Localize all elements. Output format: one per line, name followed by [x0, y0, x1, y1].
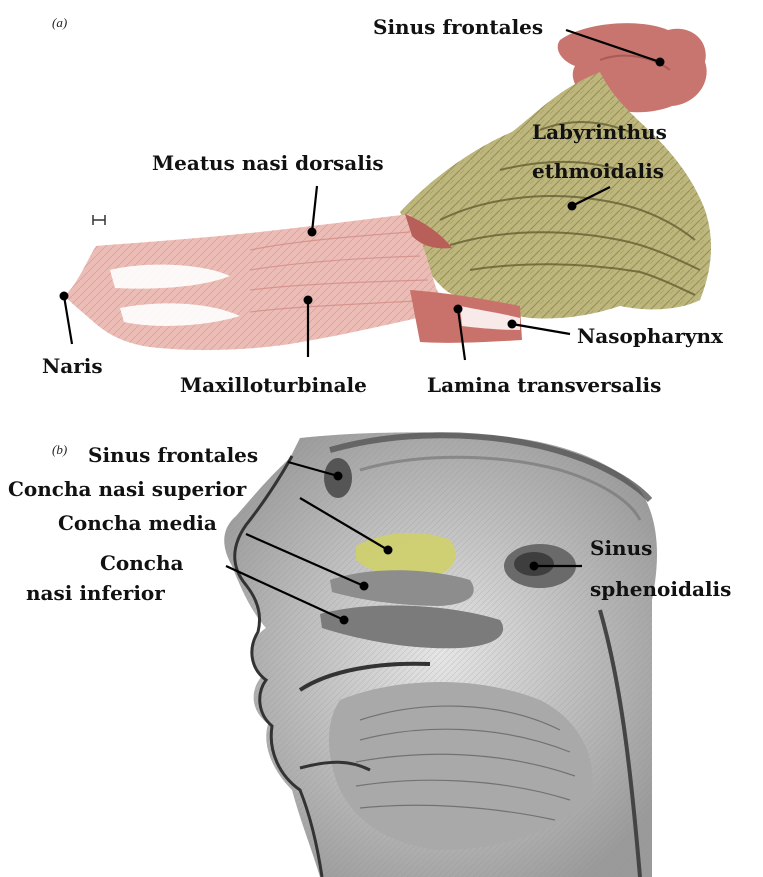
- dot-a-lamina: [454, 305, 463, 314]
- label-b-sinus-sphenoidalis-line1: Sinus: [590, 536, 652, 560]
- label-a-meatus: Meatus nasi dorsalis: [152, 151, 384, 175]
- label-b-concha-inferior-line2: nasi inferior: [26, 581, 165, 605]
- label-b-sinus-frontales: Sinus frontales: [88, 443, 258, 467]
- dot-b-concha-inferior: [340, 616, 349, 625]
- dot-a-labyrinthus: [568, 202, 577, 211]
- label-a-lamina: Lamina transversalis: [427, 373, 661, 397]
- dot-a-naris: [60, 292, 69, 301]
- label-a-nasopharynx: Nasopharynx: [577, 324, 724, 348]
- panel-b: (b): [8, 432, 731, 877]
- panel-b-letter: (b): [52, 442, 67, 457]
- label-a-labyrinthus-line2: ethmoidalis: [532, 159, 664, 183]
- label-a-sinus-frontales: Sinus frontales: [373, 15, 543, 39]
- label-a-labyrinthus-line1: Labyrinthus: [532, 120, 667, 144]
- label-b-concha-inferior-line1: Concha: [100, 551, 184, 575]
- leader-a-naris: [64, 296, 72, 344]
- dot-a-sinus-frontales: [656, 58, 665, 67]
- panel-a-letter: (a): [52, 15, 67, 30]
- dot-a-meatus: [308, 228, 317, 237]
- dot-a-maxilloturbinale: [304, 296, 313, 305]
- panel-a: (a): [42, 15, 724, 397]
- label-b-sinus-sphenoidalis-line2: sphenoidalis: [590, 577, 731, 601]
- dot-b-sinus-frontales: [334, 472, 343, 481]
- label-a-maxilloturbinale: Maxilloturbinale: [180, 373, 367, 397]
- dot-b-concha-media: [360, 582, 369, 591]
- label-b-concha-media: Concha media: [58, 511, 217, 535]
- leader-a-meatus: [312, 186, 317, 232]
- label-b-concha-superior: Concha nasi superior: [8, 477, 247, 501]
- label-a-naris: Naris: [42, 354, 103, 378]
- scale-bar: [93, 215, 105, 225]
- dot-b-sinus-sphenoidalis: [530, 562, 539, 571]
- dot-b-concha-superior: [384, 546, 393, 555]
- dot-a-nasopharynx: [508, 320, 517, 329]
